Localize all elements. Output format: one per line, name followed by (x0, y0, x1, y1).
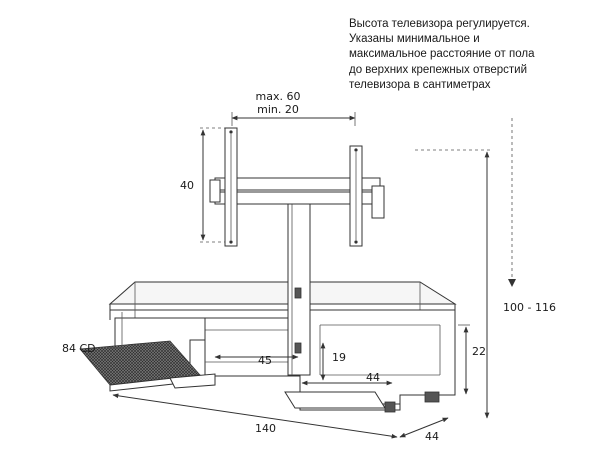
cable-clip (294, 342, 302, 354)
bracket-end-plate (371, 185, 385, 219)
note-line: максимальное расстояние от пола (349, 48, 535, 61)
note-line: Указаны минимальное и (349, 33, 480, 46)
height-adjust-note: Высота телевизора регулируется. Указаны … (349, 17, 594, 93)
floor-height-label: 100 - 116 (503, 301, 556, 314)
right-drop-door (284, 391, 386, 409)
dimensions (108, 112, 516, 439)
cabinet-foot (424, 391, 440, 403)
cd-capacity-label: 84 CD (62, 342, 96, 355)
depth-label: 44 (425, 430, 439, 443)
middle-compartment (204, 317, 301, 377)
cabinet (79, 281, 457, 413)
bracket-height-label: 40 (180, 179, 194, 192)
inner-width-label: 45 (258, 354, 272, 367)
shelf-width-label: 44 (366, 371, 380, 384)
cable-clip (294, 287, 302, 299)
note-line: до верхних крепежных отверстий (349, 63, 528, 76)
total-width-label: 140 (255, 422, 276, 435)
max-width-label: max. 60 (256, 90, 301, 103)
cabinet-top-edge (109, 303, 456, 311)
cabinet-top-glass (108, 281, 457, 305)
cabinet-foot (384, 401, 396, 413)
tv-mount (209, 127, 385, 376)
body-height-label: 22 (472, 345, 486, 358)
note-line: Высота телевизора регулируется. (349, 18, 530, 30)
inner-height-label: 19 (332, 351, 346, 364)
note-line: телевизора в сантиметрах (349, 78, 491, 91)
left-drop-door (169, 373, 216, 389)
min-width-label: min. 20 (257, 103, 299, 116)
